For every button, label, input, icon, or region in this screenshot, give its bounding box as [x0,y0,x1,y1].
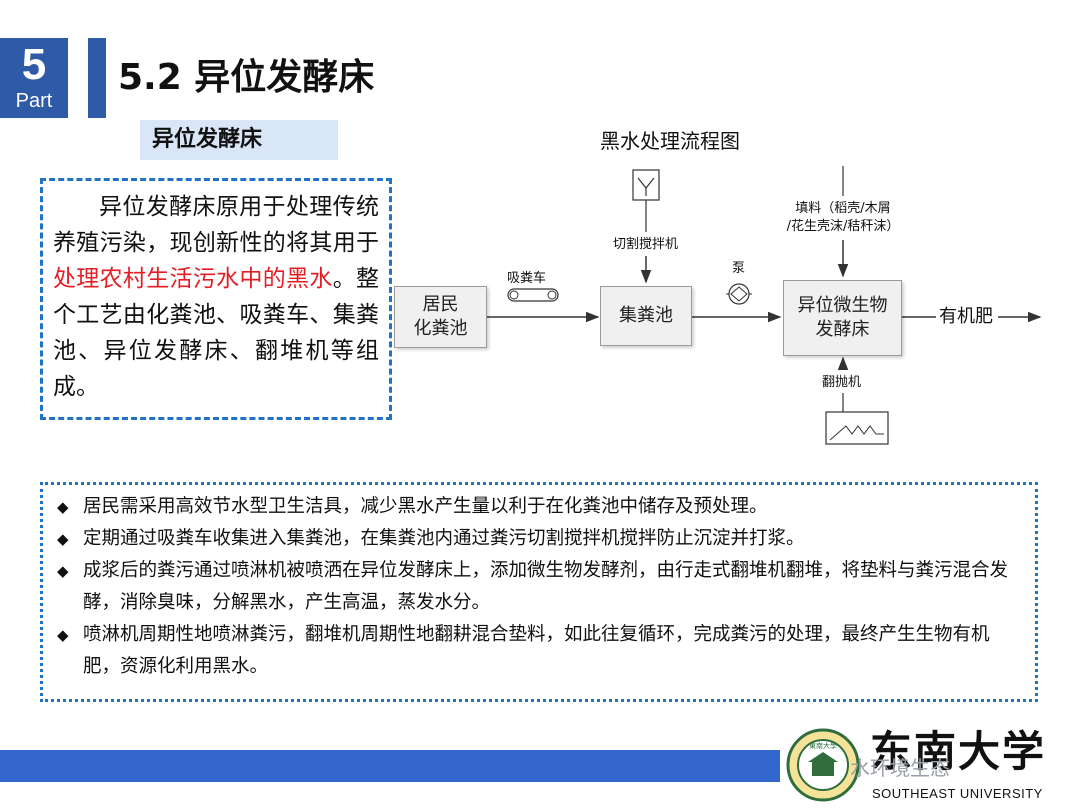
page-title: 5.2 异位发酵床 [118,57,375,98]
label-filler: 填料（稻壳/木屑 /花生壳沫/秸秆沫） [786,201,900,234]
university-name-en: SOUTHEAST UNIVERSITY [872,786,1043,801]
intro-text-after: 。整个工艺由化粪池、吸粪车、集粪池、异位发酵床、翻堆机等组成。 [53,266,380,400]
part-number: 5 [21,40,47,89]
seal-text: 東南大學 [809,741,837,750]
flow-diagram-lines [487,166,1042,445]
diamond-bullet-icon: ◆ [57,562,69,580]
part-word: Part [15,90,53,112]
label-organic-fertilizer: 有机肥 [939,306,993,327]
university-seal-icon: 東南大學 [786,728,860,802]
diamond-bullet-icon: ◆ [57,498,69,516]
suction-truck-icon [507,288,559,302]
bullet-item: ◆喷淋机周期性地喷淋粪污，翻堆机周期性地翻耕混合垫料，如此往复循环，完成粪污的处… [57,619,1023,683]
title-accent-bar [88,38,106,118]
bullet-item: ◆居民需采用高效节水型卫生洁具，减少黑水产生量以利于在化粪池中储存及预处理。 [57,491,1023,523]
turner-icon [825,411,889,445]
label-suction-truck: 吸粪车 [507,271,547,286]
intro-highlight: 处理农村生活污水中的黑水 [53,266,333,292]
diamond-bullet-icon: ◆ [57,626,69,644]
bullet-box: ◆居民需采用高效节水型卫生洁具，减少黑水产生量以利于在化粪池中储存及预处理。 ◆… [40,482,1038,702]
bullet-item: ◆定期通过吸粪车收集进入集粪池，在集粪池内通过粪污切割搅拌机搅拌防止沉淀并打浆。 [57,523,1023,555]
intro-box: 异位发酵床原用于处理传统养殖污染，现创新性的将其用于处理农村生活污水中的黑水。整… [40,178,392,420]
section-label: 异位发酵床 [140,120,338,160]
label-turner: 翻抛机 [822,375,862,390]
pump-icon [726,283,752,305]
node-collection-label: 集粪池 [619,305,673,326]
watermark: 水环境生态 [850,756,950,780]
diagram-title: 黑水处理流程图 [600,129,740,153]
node-collection-tank: 集粪池 [600,286,692,346]
bullet-item: ◆成浆后的粪污通过喷淋机被喷洒在异位发酵床上，添加微生物发酵剂，由行走式翻堆机翻… [57,555,1023,619]
node-fermentation-label: 异位微生物 发酵床 [797,295,888,340]
node-septic-tank: 居民 化粪池 [394,286,487,348]
part-badge: 5 Part [0,38,68,118]
node-fermentation-bed: 异位微生物 发酵床 [783,280,902,356]
intro-text-before: 异位发酵床原用于处理传统养殖污染，现创新性的将其用于 [53,194,379,256]
node-septic-label: 居民 化粪池 [413,294,468,339]
university-calligraphy: 东南大学 [870,727,1047,776]
label-pump: 泵 [732,261,746,276]
label-cutter-mixer: 切割搅拌机 [613,237,679,252]
cutter-mixer-icon [632,169,660,201]
diamond-bullet-icon: ◆ [57,530,69,548]
intro-paragraph: 异位发酵床原用于处理传统养殖污染，现创新性的将其用于处理农村生活污水中的黑水。整… [53,189,379,405]
